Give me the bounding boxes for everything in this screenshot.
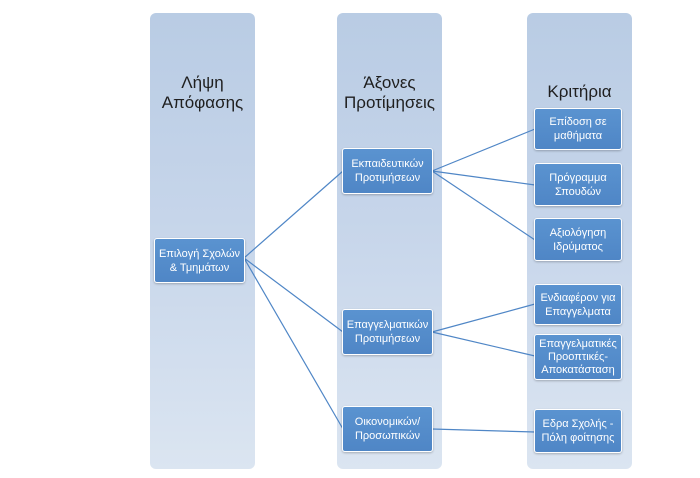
heading-line: Προτίμησεις <box>344 93 435 112</box>
node-label-line: Οικονομικών/ <box>354 416 421 428</box>
heading-line: Κριτήρια <box>547 82 612 101</box>
node-label-line: Πόλη φοίτησης <box>541 432 615 444</box>
node-label-line: Επιλογή Σχολών <box>158 247 241 260</box>
column-decision-heading: Λήψη Απόφασης <box>150 73 255 113</box>
connector-axis1-crit3 <box>431 170 536 241</box>
node-label-line: Ενδιαφέρον για <box>540 291 616 304</box>
node-criterion-career-prospects: Επαγγελματικές Προοπτικές- Αποκατάσταση <box>534 334 622 380</box>
node-label-line: & Τμημάτων <box>169 261 230 274</box>
node-label-line: μαθήματα <box>553 130 603 142</box>
node-criterion-school-location: Εδρα Σχολής - Πόλη φοίτησης <box>534 409 622 453</box>
node-label-line: Προτιμήσεων <box>354 333 421 345</box>
connector-axis1-crit1 <box>431 128 536 172</box>
node-criterion-professional-interest: Ενδιαφέρον για Επαγγελματα <box>534 284 622 325</box>
column-criteria-heading: Κριτήρια <box>527 82 632 102</box>
node-label-line: Επίδοση σε <box>549 116 607 128</box>
node-criterion-institution-evaluation: Αξιολόγηση Ιδρύματος <box>534 218 622 261</box>
node-label-line: Πρόγραμμα <box>549 171 607 184</box>
heading-line: Άξονες <box>363 73 416 92</box>
column-preference-axes: Άξονες Προτίμησεις <box>337 13 442 469</box>
heading-line: Λήψη <box>181 73 224 92</box>
node-label-line: Αποκατάσταση <box>541 363 615 376</box>
node-label-line: Επαγγελματικές <box>539 337 617 350</box>
node-label-line: Επαγγελματικών <box>346 319 429 331</box>
connector-axis2-crit5 <box>431 331 536 357</box>
node-label-line: Προοπτικές- <box>547 350 609 363</box>
node-criterion-course-performance: Επίδοση σε μαθήματα <box>534 108 622 150</box>
connector-axis3-crit6 <box>431 428 536 433</box>
connector-root-axis-3 <box>243 257 344 430</box>
node-label-line: Σπουδών <box>554 185 602 198</box>
heading-line: Απόφασης <box>161 93 244 112</box>
connector-root-axis-1 <box>243 170 344 259</box>
node-financial-personal: Οικονομικών/ Προσωπικών <box>342 406 433 452</box>
node-label-line: Ιδρύματος <box>553 240 603 253</box>
connector-axis2-crit4 <box>431 303 536 333</box>
node-label-line: Επαγγελματα <box>545 305 611 318</box>
node-professional-preferences: Επαγγελματικών Προτιμήσεων <box>342 309 433 355</box>
node-label-line: Εκπαιδευτικών <box>351 158 424 170</box>
node-label-line: Εδρα Σχολής - <box>542 418 614 430</box>
node-school-selection: Επιλογή Σχολών & Τμημάτων <box>154 238 245 283</box>
node-label-line: Αξιολόγηση <box>549 226 607 239</box>
node-criterion-study-program: Πρόγραμμα Σπουδών <box>534 163 622 206</box>
node-label-line: Προτιμήσεων <box>354 172 421 184</box>
column-axes-heading: Άξονες Προτίμησεις <box>337 73 442 113</box>
node-educational-preferences: Εκπαιδευτικών Προτιμήσεων <box>342 148 433 194</box>
connector-axis1-crit2 <box>431 170 536 186</box>
node-label-line: Προσωπικών <box>354 430 421 442</box>
connector-root-axis-2 <box>243 257 344 333</box>
